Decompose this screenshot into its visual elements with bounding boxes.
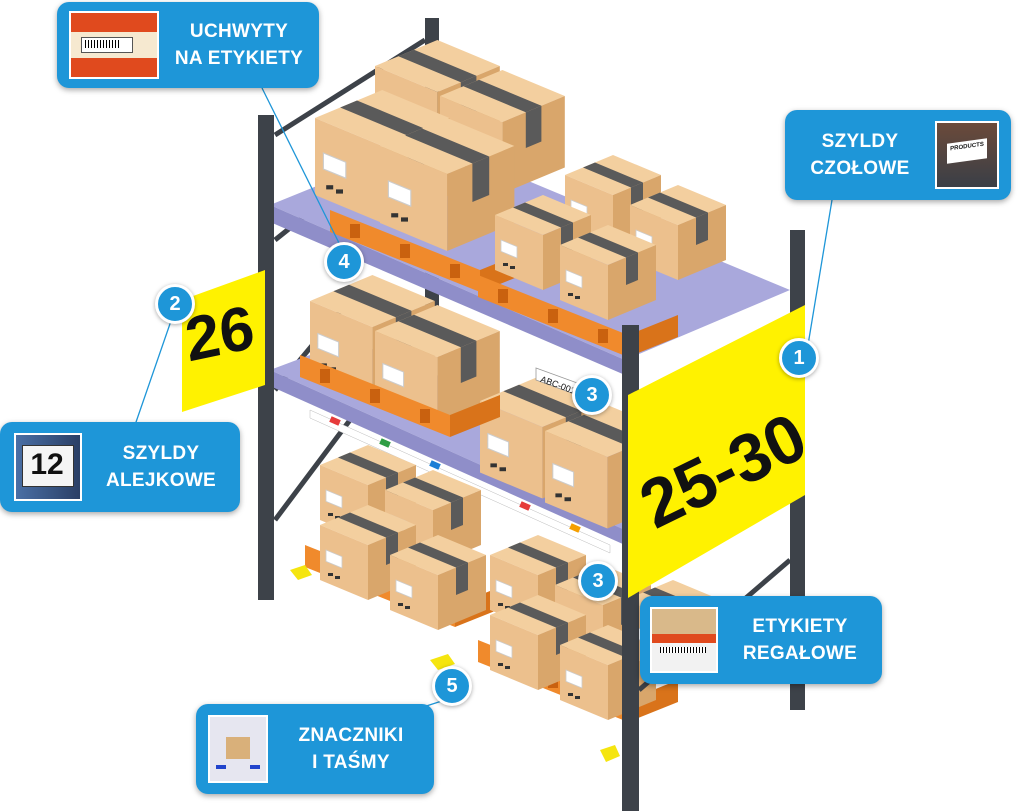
- badge-5: 5: [432, 666, 472, 706]
- aisle-sign-thumbnail-number: 12: [30, 448, 64, 481]
- callout-front-signs-line1: SZYLDY: [821, 131, 899, 152]
- callout-floor-markers-line1: ZNACZNIKI: [298, 725, 404, 746]
- callout-rack-labels-line2: REGAŁOWE: [742, 643, 858, 664]
- badge-1: 1: [779, 338, 819, 378]
- badge-3-bottom: 3: [578, 561, 618, 601]
- callout-label-holders-line2: NA ETYKIETY: [174, 48, 304, 69]
- badge-3-middle: 3: [572, 375, 612, 415]
- floor-marker-thumbnail: [208, 715, 268, 783]
- front-sign-thumbnail: PRODUCTS: [935, 121, 999, 189]
- callout-front-signs-line2: CZOŁOWE: [810, 158, 910, 179]
- callout-front-signs: SZYLDY CZOŁOWE PRODUCTS: [785, 110, 1011, 200]
- aisle-sign: [182, 270, 265, 412]
- aisle-sign-thumbnail: 12: [14, 433, 82, 501]
- callout-label-holders-line1: UCHWYTY: [189, 21, 289, 42]
- callout-floor-markers-line2: I TAŚMY: [312, 752, 390, 773]
- label-holder-thumbnail: [69, 11, 159, 79]
- callout-aisle-signs: 12 SZYLDY ALEJKOWE: [0, 422, 240, 512]
- callout-aisle-signs-line1: SZYLDY: [122, 443, 200, 464]
- callout-rack-labels: ETYKIETY REGAŁOWE: [640, 596, 882, 684]
- rack-front-upright-left: [258, 115, 274, 600]
- floor-boxes-left: [319, 444, 487, 631]
- callout-rack-labels-line1: ETYKIETY: [752, 616, 848, 637]
- front-sign: [628, 305, 805, 598]
- callout-aisle-signs-line2: ALEJKOWE: [105, 470, 217, 491]
- callout-label-holders: UCHWYTY NA ETYKIETY: [57, 2, 319, 88]
- rack-label-thumbnail: [650, 607, 718, 673]
- callout-floor-markers: ZNACZNIKI I TAŚMY: [196, 704, 434, 794]
- badge-2: 2: [155, 284, 195, 324]
- badge-4: 4: [324, 242, 364, 282]
